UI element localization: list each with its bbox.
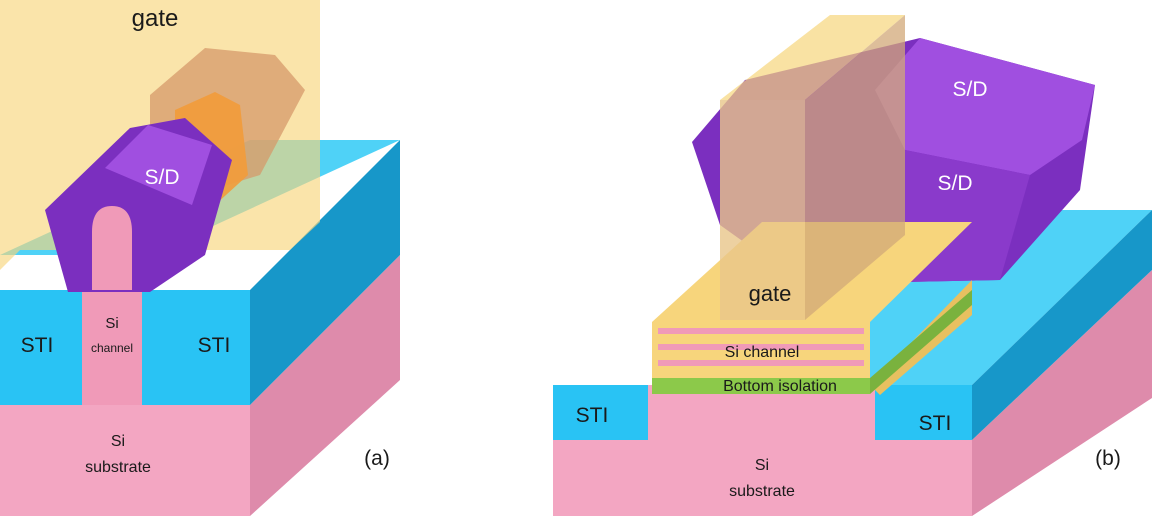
- a-sd-label: S/D: [144, 166, 179, 189]
- b-sd-face: [875, 38, 1095, 175]
- b-nanosheet-2: [658, 344, 864, 350]
- b-sti-right-label: STI: [919, 412, 952, 435]
- a-channel-label-2: channel: [91, 341, 133, 355]
- a-sti-left-label: STI: [21, 334, 54, 357]
- panel-b-nanosheet: S/D S/D gate Si channel Bottom isolation…: [553, 15, 1152, 516]
- a-substrate-label-2: substrate: [85, 459, 151, 476]
- b-gate-label: gate: [749, 281, 792, 306]
- b-nanosheet-1: [658, 328, 864, 334]
- a-sti-right-label: STI: [198, 334, 231, 357]
- b-bottom-isolation-label: Bottom isolation: [723, 378, 837, 395]
- b-substrate-mesa: [648, 385, 875, 440]
- a-substrate-label-1: Si: [111, 433, 125, 450]
- b-substrate-label-1: Si: [755, 457, 769, 474]
- a-substrate-front: [0, 405, 250, 516]
- b-bottom-isolation-side: [870, 290, 972, 394]
- a-gate-label: gate: [132, 5, 179, 32]
- b-sti-left-label: STI: [576, 404, 609, 427]
- a-channel-label-1: Si: [105, 315, 118, 332]
- b-sti-side: [972, 210, 1152, 440]
- panel-a-finfet: gate S/D STI STI Si channel Si substrate…: [0, 0, 400, 516]
- a-gate-side: [290, 0, 320, 250]
- a-tag: (a): [364, 447, 390, 470]
- b-gate-top: [720, 15, 905, 100]
- b-sti-front-left: [553, 385, 648, 440]
- b-tag: (b): [1095, 447, 1121, 470]
- b-nanosheet-3: [658, 360, 864, 366]
- a-sti-side: [250, 140, 400, 405]
- b-sti-front-right: [875, 385, 972, 440]
- b-substrate-label-2: substrate: [729, 483, 795, 500]
- b-sd-front-label: S/D: [937, 172, 972, 195]
- a-fin-tip: [92, 206, 132, 290]
- b-bottom-isolation: [652, 378, 870, 394]
- b-substrate-front: [553, 440, 972, 516]
- b-gate-front: [720, 100, 805, 320]
- b-sd-top-label: S/D: [952, 78, 987, 101]
- a-sd-face: [105, 125, 212, 205]
- a-substrate-side: [250, 255, 400, 516]
- b-substrate-side: [972, 270, 1152, 516]
- b-si-channel-label: Si channel: [725, 344, 800, 361]
- b-gate-side: [805, 15, 905, 320]
